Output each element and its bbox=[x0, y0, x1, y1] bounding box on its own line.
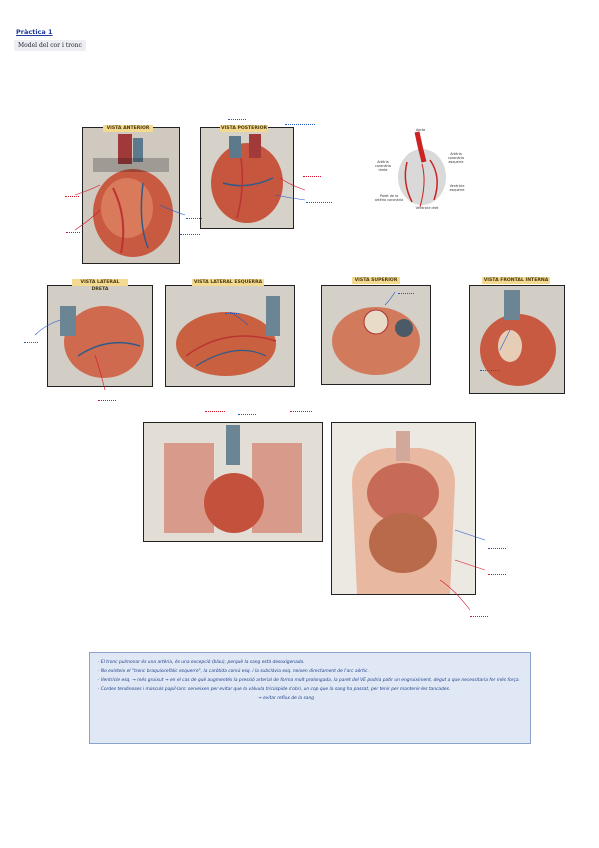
notes-box: · El tronc pulmonar és una artèria, és u… bbox=[89, 652, 531, 744]
label-aorta: Aorta bbox=[416, 128, 426, 132]
caption-vista-lateral-dreta: VISTA LATERAL DRETA bbox=[72, 279, 128, 292]
label-art-cor-dreta: Artèria coronària dreta bbox=[375, 160, 391, 172]
heart-anterior-image bbox=[83, 128, 179, 263]
heart-posterior-image bbox=[201, 128, 293, 228]
caption-vista-lateral-esquerra: VISTA LATERAL ESQUERRA bbox=[192, 279, 264, 286]
photo-vista-superior bbox=[321, 285, 431, 385]
label-art-cor-esq: Artèria coronària esquerra bbox=[448, 152, 464, 164]
note-5: → evitar reflux de la sang bbox=[258, 696, 315, 701]
thorax-model-image bbox=[144, 423, 322, 541]
caption-vista-frontal-interna: VISTA FRONTAL INTERNA bbox=[482, 277, 550, 284]
heart-lateral-dreta-image bbox=[48, 286, 152, 386]
caption-vista-superior: VISTA SUPERIOR bbox=[352, 277, 400, 284]
note-4: · Cordes tendinoses i músculs papil·lars… bbox=[98, 687, 451, 692]
photo-vista-lateral-esquerra bbox=[165, 285, 295, 387]
note-2: · No existeix el "tronc braquiocefàlic e… bbox=[98, 669, 369, 674]
page-subtitle: Model del cor i tronc bbox=[14, 40, 86, 51]
coronary-diagram-image bbox=[398, 131, 446, 208]
torso-model-image bbox=[332, 423, 475, 594]
page-title: Pràctica 1 bbox=[16, 28, 53, 36]
label-paret-art: Paret de la artèria coronària bbox=[374, 194, 404, 202]
photo-torax-obert bbox=[143, 422, 323, 542]
note-1: · El tronc pulmonar és una artèria, és u… bbox=[98, 660, 305, 665]
note-3: · Ventricle esq. → més gruixut → en el c… bbox=[98, 678, 520, 683]
photo-vista-posterior bbox=[200, 127, 294, 229]
label-vent-dret: Ventricle dret bbox=[415, 206, 439, 210]
caption-vista-anterior: VISTA ANTERIOR bbox=[103, 125, 153, 132]
caption-vista-posterior: VISTA POSTERIOR bbox=[220, 125, 268, 132]
heart-lateral-esquerra-image bbox=[166, 286, 294, 386]
photo-vista-anterior bbox=[82, 127, 180, 264]
heart-frontal-interna-image bbox=[470, 286, 564, 393]
photo-tronc-huma bbox=[331, 422, 476, 595]
diagram-coronary: Aorta Artèria coronària dreta Artèria co… bbox=[372, 122, 472, 222]
photo-vista-frontal-interna bbox=[469, 285, 565, 394]
label-vent-esq: Ventricle esquerre bbox=[449, 184, 465, 192]
photo-vista-lateral-dreta bbox=[47, 285, 153, 387]
heart-superior-image bbox=[322, 286, 430, 384]
